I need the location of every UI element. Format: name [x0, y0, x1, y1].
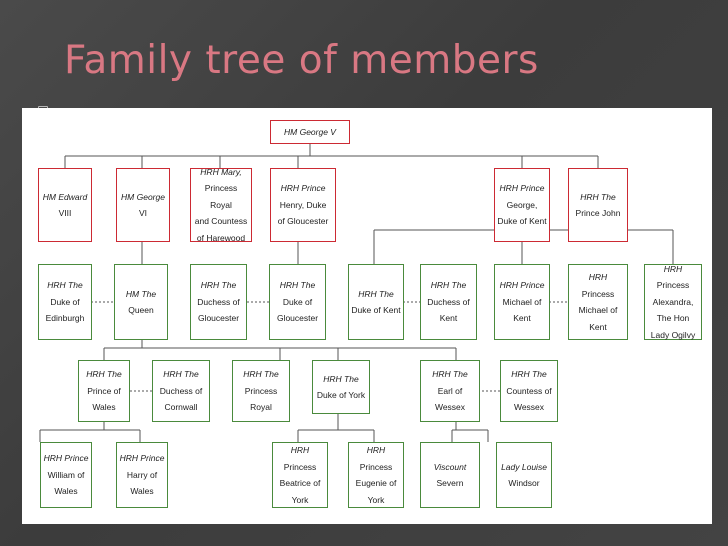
node-label: Viscount Severn [433, 461, 467, 489]
family-tree-panel: HM George V HM Edward VIII HM George VI HRH… [22, 108, 712, 524]
node-label: HRH Prince Harry of Wales [119, 453, 165, 497]
node-william: HRH Prince William of Wales [40, 442, 92, 508]
node-michael-kent: HRH Prince Michael of Kent [494, 264, 550, 340]
node-label: HRH The Countess of Wessex [506, 369, 552, 413]
node-label: HRH The Duchess of Cornwall [159, 369, 203, 413]
node-george-v: HM George V [270, 120, 350, 144]
node-label: HM George VI [121, 191, 165, 219]
node-label: HRH Princess Alexandra, The Hon Lady Ogi… [650, 263, 696, 340]
node-beatrice: HRH Princess Beatrice of York [272, 442, 328, 508]
node-henry: HRH Prince Henry, Duke of Gloucester [270, 168, 336, 242]
node-label: HM Edward VIII [42, 191, 88, 219]
slide-title: Family tree of members [64, 38, 539, 83]
node-eugenie: HRH Princess Eugenie of York [348, 442, 404, 508]
node-label: HRH Prince George, Duke of Kent [497, 183, 547, 227]
node-george-vi: HM George VI [116, 168, 170, 242]
node-severn: Viscount Severn [420, 442, 480, 508]
node-label: HRH The Duchess of Kent [427, 280, 470, 324]
node-queen: HM The Queen [114, 264, 168, 340]
node-label: HRH Princess Beatrice of York [279, 445, 321, 505]
node-label: HRH Prince William of Wales [43, 453, 89, 497]
node-label: HM The Queen [125, 288, 157, 316]
node-label: HRH Princess Michael of Kent [578, 272, 618, 332]
node-duke-kent: HRH The Duke of Kent [348, 264, 404, 340]
node-prince-wales: HRH The Prince of Wales [78, 360, 130, 422]
node-alexandra: HRH Princess Alexandra, The Hon Lady Ogi… [644, 264, 702, 340]
node-duke-gloucester: HRH The Duke of Gloucester [269, 264, 326, 340]
node-label: HRH The Prince of Wales [86, 369, 122, 413]
node-label: HRH Princess Eugenie of York [355, 445, 397, 505]
node-label: HRH Prince Michael of Kent [499, 280, 545, 324]
node-label: HRH The Earl of Wessex [432, 369, 468, 413]
node-louise: Lady Louise Windsor [496, 442, 552, 508]
node-label: HRH The Duke of York [316, 373, 366, 401]
node-label: HM George V [284, 126, 336, 137]
node-label: Lady Louise Windsor [501, 461, 547, 489]
node-mary: HRH Mary, Princess Royal and Countess of… [190, 167, 252, 243]
node-george-kent: HRH Prince George, Duke of Kent [494, 168, 550, 242]
node-label: HRH The Prince John [575, 191, 621, 219]
node-label: HRH The Duke of Gloucester [276, 280, 319, 324]
node-princess-michael: HRH Princess Michael of Kent [568, 264, 628, 340]
node-john: HRH The Prince John [568, 168, 628, 242]
node-label: HRH Mary, Princess Royal and Countess of… [194, 166, 248, 243]
node-label: HRH The Duke of Kent [351, 288, 401, 316]
node-countess-wessex: HRH The Countess of Wessex [500, 360, 558, 422]
node-earl-wessex: HRH The Earl of Wessex [420, 360, 480, 422]
node-duchess-gloucester: HRH The Duchess of Gloucester [190, 264, 247, 340]
node-harry: HRH Prince Harry of Wales [116, 442, 168, 508]
node-label: HRH The Duchess of Gloucester [197, 280, 240, 324]
node-edward-viii: HM Edward VIII [38, 168, 92, 242]
node-label: HRH The Duke of Edinburgh [45, 280, 85, 324]
node-label: HRH The Princess Royal [243, 369, 279, 413]
node-duke-edinburgh: HRH The Duke of Edinburgh [38, 264, 92, 340]
node-duke-york: HRH The Duke of York [312, 360, 370, 414]
node-duchess-cornwall: HRH The Duchess of Cornwall [152, 360, 210, 422]
node-princess-royal: HRH The Princess Royal [232, 360, 290, 422]
node-duchess-kent: HRH The Duchess of Kent [420, 264, 477, 340]
node-label: HRH Prince Henry, Duke of Gloucester [277, 183, 329, 227]
